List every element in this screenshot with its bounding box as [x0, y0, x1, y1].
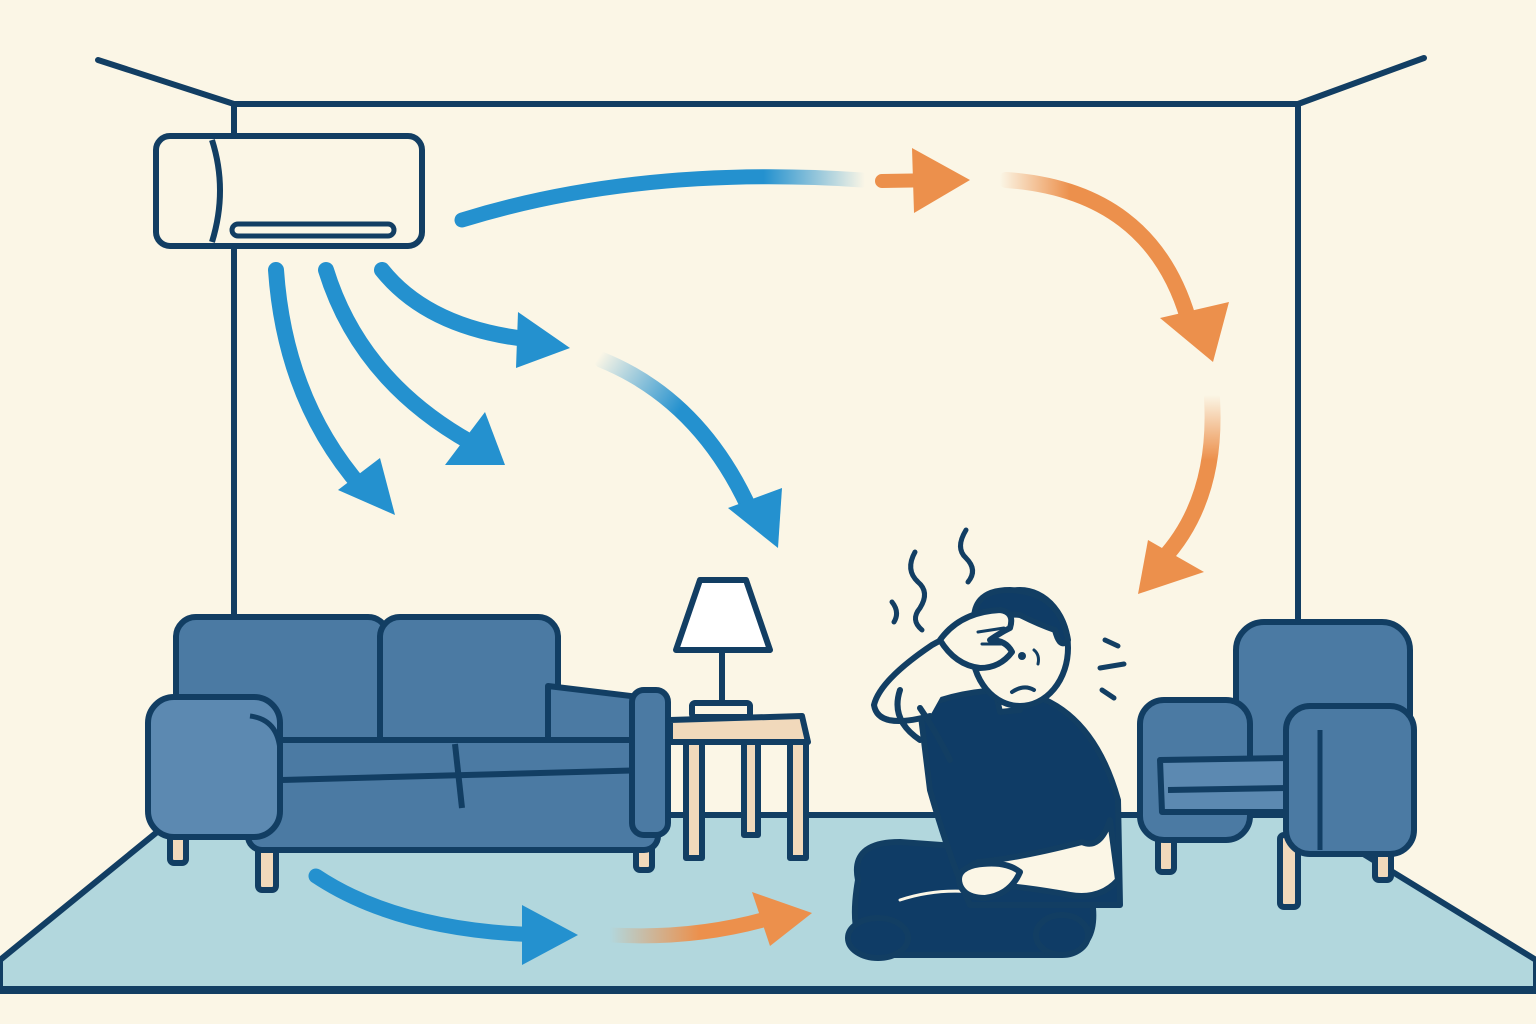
- cool-airflow-arrow: [318, 262, 478, 450]
- cool-airflow-arrow: [308, 868, 553, 943]
- cool-airflow-arrowhead: [445, 412, 505, 465]
- cool-airflow-arrow: [594, 352, 758, 518]
- sofa-icon: [145, 614, 671, 893]
- cool-airflow: [268, 169, 870, 965]
- cool-airflow-arrow: [454, 169, 870, 228]
- warm-airflow-arrowhead: [1160, 302, 1229, 362]
- warm-airflow-arrow: [1154, 390, 1221, 568]
- air-conditioner-icon: [153, 133, 425, 249]
- warm-airflow-arrow: [998, 172, 1196, 326]
- warm-airflow-arrowhead: [912, 148, 970, 213]
- cool-airflow-arrow: [374, 262, 543, 348]
- side-table-icon: [667, 713, 811, 861]
- warm-airflow: [604, 148, 1229, 946]
- cool-airflow-arrow: [268, 262, 370, 496]
- warm-airflow-arrow: [604, 907, 788, 944]
- cool-airflow-arrowhead: [338, 458, 395, 515]
- cool-airflow-arrowhead: [728, 488, 782, 548]
- table-lamp-icon: [673, 577, 773, 720]
- person-icon: [845, 587, 1123, 961]
- discomfort-squiggle-icon: [889, 527, 1127, 701]
- cool-airflow-arrowhead: [516, 312, 570, 368]
- cool-airflow-arrowhead: [522, 905, 578, 965]
- armchair-icon: [1137, 619, 1417, 910]
- warm-airflow-arrowhead: [1138, 540, 1204, 594]
- warm-airflow-arrowhead: [752, 892, 812, 946]
